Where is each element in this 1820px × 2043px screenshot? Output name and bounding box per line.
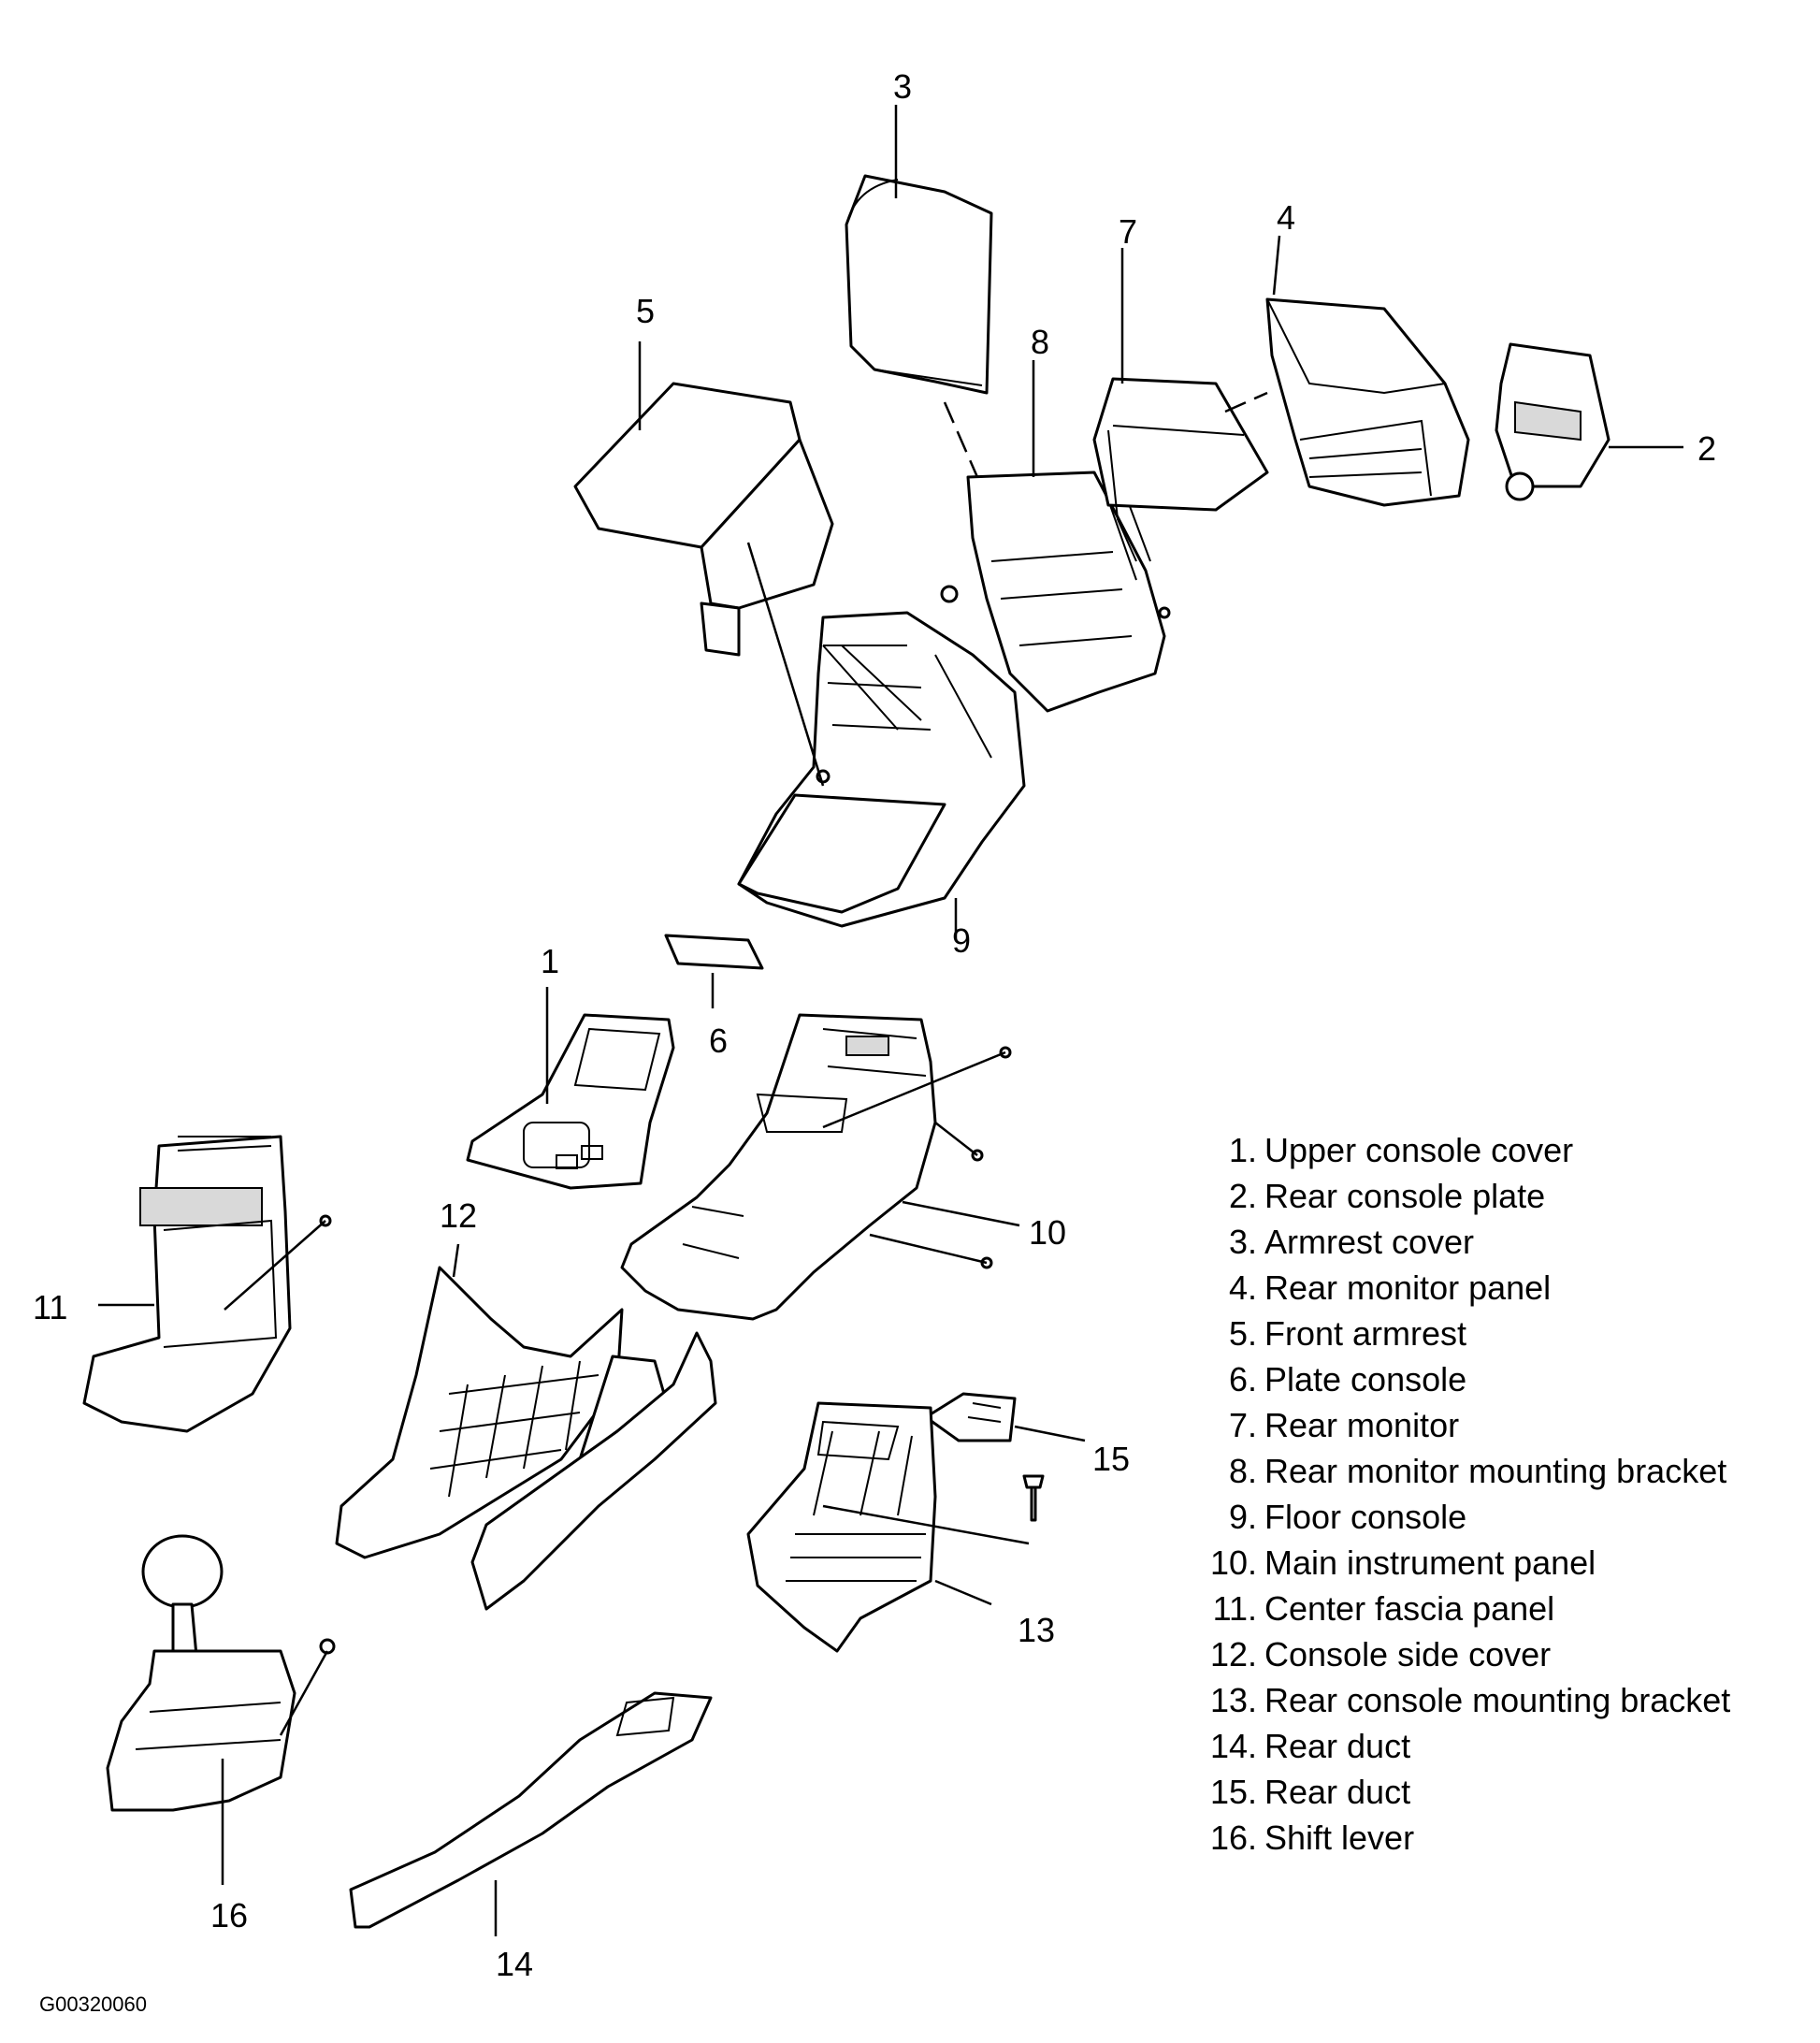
- parts-legend: 1.Upper console cover 2.Rear console pla…: [1180, 1127, 1816, 1861]
- legend-number: 7.: [1228, 1405, 1257, 1444]
- callout-16: 16: [210, 1896, 248, 1934]
- callout-1: 1: [541, 942, 559, 980]
- floor-console-part: [737, 611, 1026, 928]
- legend-label: Rear console mounting bracket: [1264, 1680, 1731, 1719]
- legend-label: Rear monitor mounting bracket: [1264, 1451, 1727, 1490]
- callout-5: 5: [636, 292, 655, 330]
- legend-item: 11.Center fascia panel: [1180, 1586, 1816, 1631]
- rear-monitor-panel-part: [1265, 297, 1470, 507]
- legend-item: 4.Rear monitor panel: [1180, 1265, 1816, 1311]
- rear-duct-long-part: [349, 1691, 713, 1929]
- rear-monitor-part: [1092, 377, 1269, 562]
- legend-number: 11.: [1212, 1588, 1257, 1628]
- center-fascia-panel-part: [82, 1135, 292, 1433]
- legend-item: 2.Rear console plate: [1180, 1173, 1816, 1219]
- upper-console-cover-part: [466, 1013, 675, 1190]
- callout-7: 7: [1119, 212, 1137, 251]
- callout-2: 2: [1697, 429, 1716, 468]
- legend-label: Rear monitor: [1264, 1405, 1460, 1444]
- legend-label: Upper console cover: [1264, 1130, 1574, 1169]
- legend-item: 10.Main instrument panel: [1180, 1540, 1816, 1586]
- front-armrest-part: [573, 382, 834, 657]
- callout-8: 8: [1031, 323, 1049, 361]
- callout-11: 11: [33, 1288, 67, 1326]
- legend-item: 7.Rear monitor: [1180, 1402, 1816, 1448]
- legend-label: Console side cover: [1264, 1634, 1552, 1674]
- legend-number: 8.: [1228, 1451, 1257, 1490]
- legend-number: 12.: [1209, 1634, 1257, 1674]
- legend-item: 15.Rear duct: [1180, 1769, 1816, 1815]
- callout-10: 10: [1029, 1213, 1066, 1252]
- legend-number: 6.: [1228, 1359, 1257, 1398]
- legend-number: 4.: [1228, 1268, 1257, 1307]
- legend-item: 8.Rear monitor mounting bracket: [1180, 1448, 1816, 1494]
- legend-number: 2.: [1228, 1176, 1257, 1215]
- rear-duct-small-part: [924, 1392, 1017, 1442]
- callout-6: 6: [709, 1022, 728, 1060]
- legend-item: 12.Console side cover: [1180, 1631, 1816, 1677]
- legend-number: 9.: [1228, 1497, 1257, 1536]
- callout-12: 12: [440, 1196, 477, 1235]
- legend-label: Plate console: [1264, 1359, 1467, 1398]
- legend-item: 9.Floor console: [1180, 1494, 1816, 1540]
- legend-number: 15.: [1209, 1772, 1257, 1811]
- legend-label: Armrest cover: [1264, 1222, 1475, 1261]
- legend-label: Rear duct: [1264, 1726, 1411, 1765]
- console-side-cover-part: [335, 1266, 717, 1611]
- rear-console-plate-part: [1495, 342, 1611, 501]
- legend-number: 10.: [1209, 1543, 1257, 1582]
- assembly-dash-lines: [943, 391, 1268, 478]
- legend-label: Floor console: [1264, 1497, 1467, 1536]
- legend-item: 16.Shift lever: [1180, 1815, 1816, 1861]
- legend-label: Rear monitor panel: [1264, 1268, 1552, 1307]
- leader-lines: [98, 105, 1683, 1936]
- shift-lever-part: [106, 1534, 296, 1812]
- legend-label: Rear console plate: [1264, 1176, 1546, 1215]
- legend-label: Rear duct: [1264, 1772, 1411, 1811]
- callout-14: 14: [496, 1945, 533, 1983]
- rear-console-bracket-part: [746, 1401, 937, 1653]
- legend-label: Center fascia panel: [1264, 1588, 1555, 1628]
- legend-label: Shift lever: [1264, 1818, 1415, 1857]
- legend-item: 14.Rear duct: [1180, 1723, 1816, 1769]
- figure-code: G00320060: [39, 1992, 147, 2016]
- legend-item: 13.Rear console mounting bracket: [1180, 1677, 1816, 1723]
- legend-item: 5.Front armrest: [1180, 1311, 1816, 1356]
- callout-15: 15: [1092, 1440, 1130, 1478]
- legend-item: 6.Plate console: [1180, 1356, 1816, 1402]
- legend-label: Front armrest: [1264, 1313, 1467, 1353]
- legend-number: 16.: [1209, 1818, 1257, 1857]
- legend-number: 13.: [1209, 1680, 1257, 1719]
- callout-3: 3: [893, 67, 912, 106]
- callout-4: 4: [1277, 198, 1295, 237]
- callout-9: 9: [952, 921, 971, 960]
- legend-number: 3.: [1228, 1222, 1257, 1261]
- plate-console-part: [664, 934, 764, 970]
- legend-label: Main instrument panel: [1264, 1543, 1596, 1582]
- legend-item: 1.Upper console cover: [1180, 1127, 1816, 1173]
- callout-13: 13: [1018, 1611, 1055, 1649]
- armrest-cover-part: [845, 174, 993, 395]
- main-instrument-panel-part: [620, 1013, 937, 1321]
- legend-number: 5.: [1228, 1313, 1257, 1353]
- legend-item: 3.Armrest cover: [1180, 1219, 1816, 1265]
- legend-number: 14.: [1209, 1726, 1257, 1765]
- legend-number: 1.: [1228, 1130, 1257, 1169]
